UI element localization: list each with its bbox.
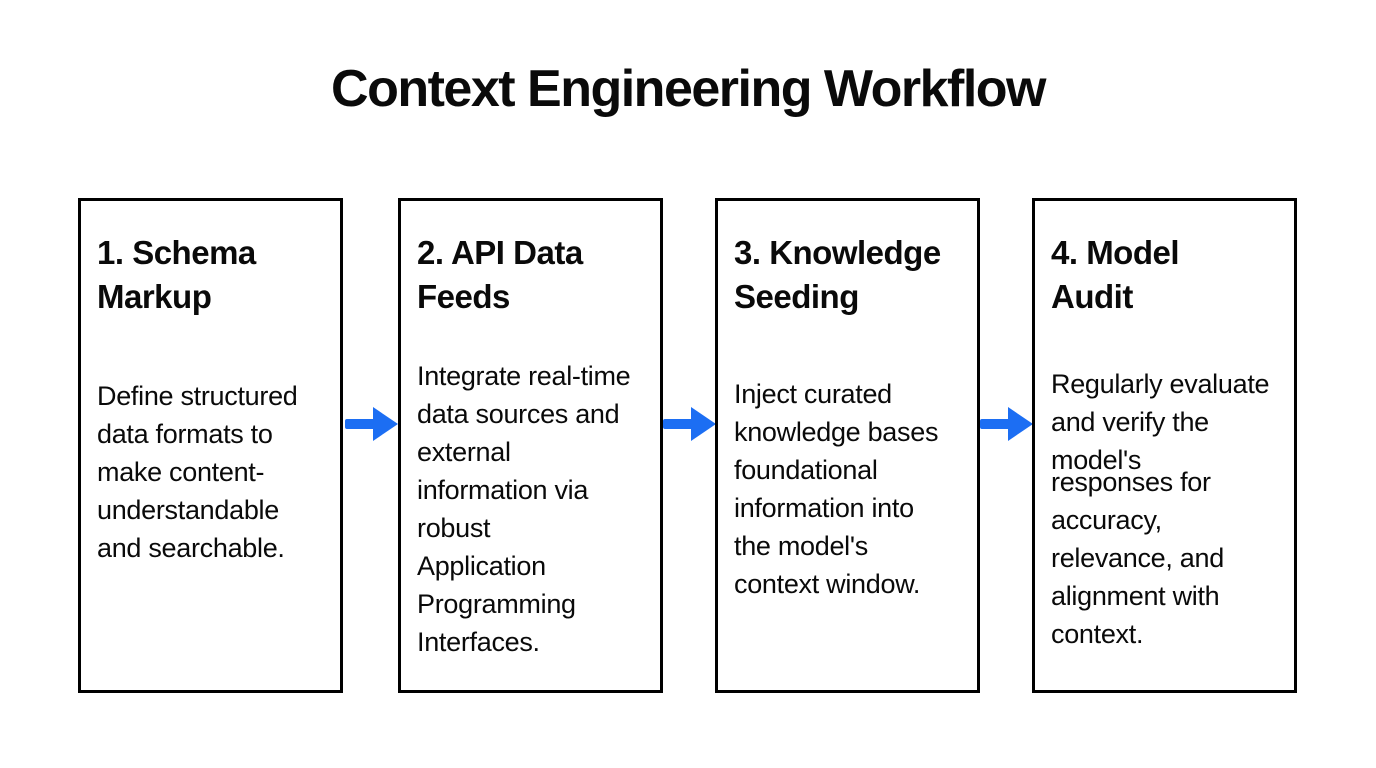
workflow-diagram: 1. Schema Markup Define structured data … <box>78 198 1300 693</box>
step-box-schema-markup: 1. Schema Markup Define structured data … <box>78 198 343 693</box>
page-title: Context Engineering Workflow <box>331 60 1046 118</box>
step-heading: 3. Knowledge Seeding <box>734 234 941 315</box>
step-heading: 1. Schema Markup <box>97 234 256 315</box>
step-description: Inject curated knowledge bases foundatio… <box>734 379 939 599</box>
step-description: Integrate real-time data sources and ext… <box>417 361 631 657</box>
step-box-model-audit: 4. Model Audit Regularly evaluate and ve… <box>1032 198 1297 693</box>
arrow-icon <box>980 404 1033 444</box>
step-box-knowledge-seeding: 3. Knowledge Seeding Inject curated know… <box>715 198 980 693</box>
arrow-icon <box>663 404 716 444</box>
step-box-api-data-feeds: 2. API Data Feeds Integrate real-time da… <box>398 198 663 693</box>
step-description: Define structured data formats to make c… <box>97 381 298 563</box>
arrow-icon <box>345 404 398 444</box>
step-heading: 4. Model Audit <box>1051 234 1180 315</box>
step-description-continued: responses for accuracy, relevance, and a… <box>1051 467 1224 649</box>
step-description: Regularly evaluate and verify the model'… <box>1051 369 1270 475</box>
step-heading: 2. API Data Feeds <box>417 234 583 315</box>
